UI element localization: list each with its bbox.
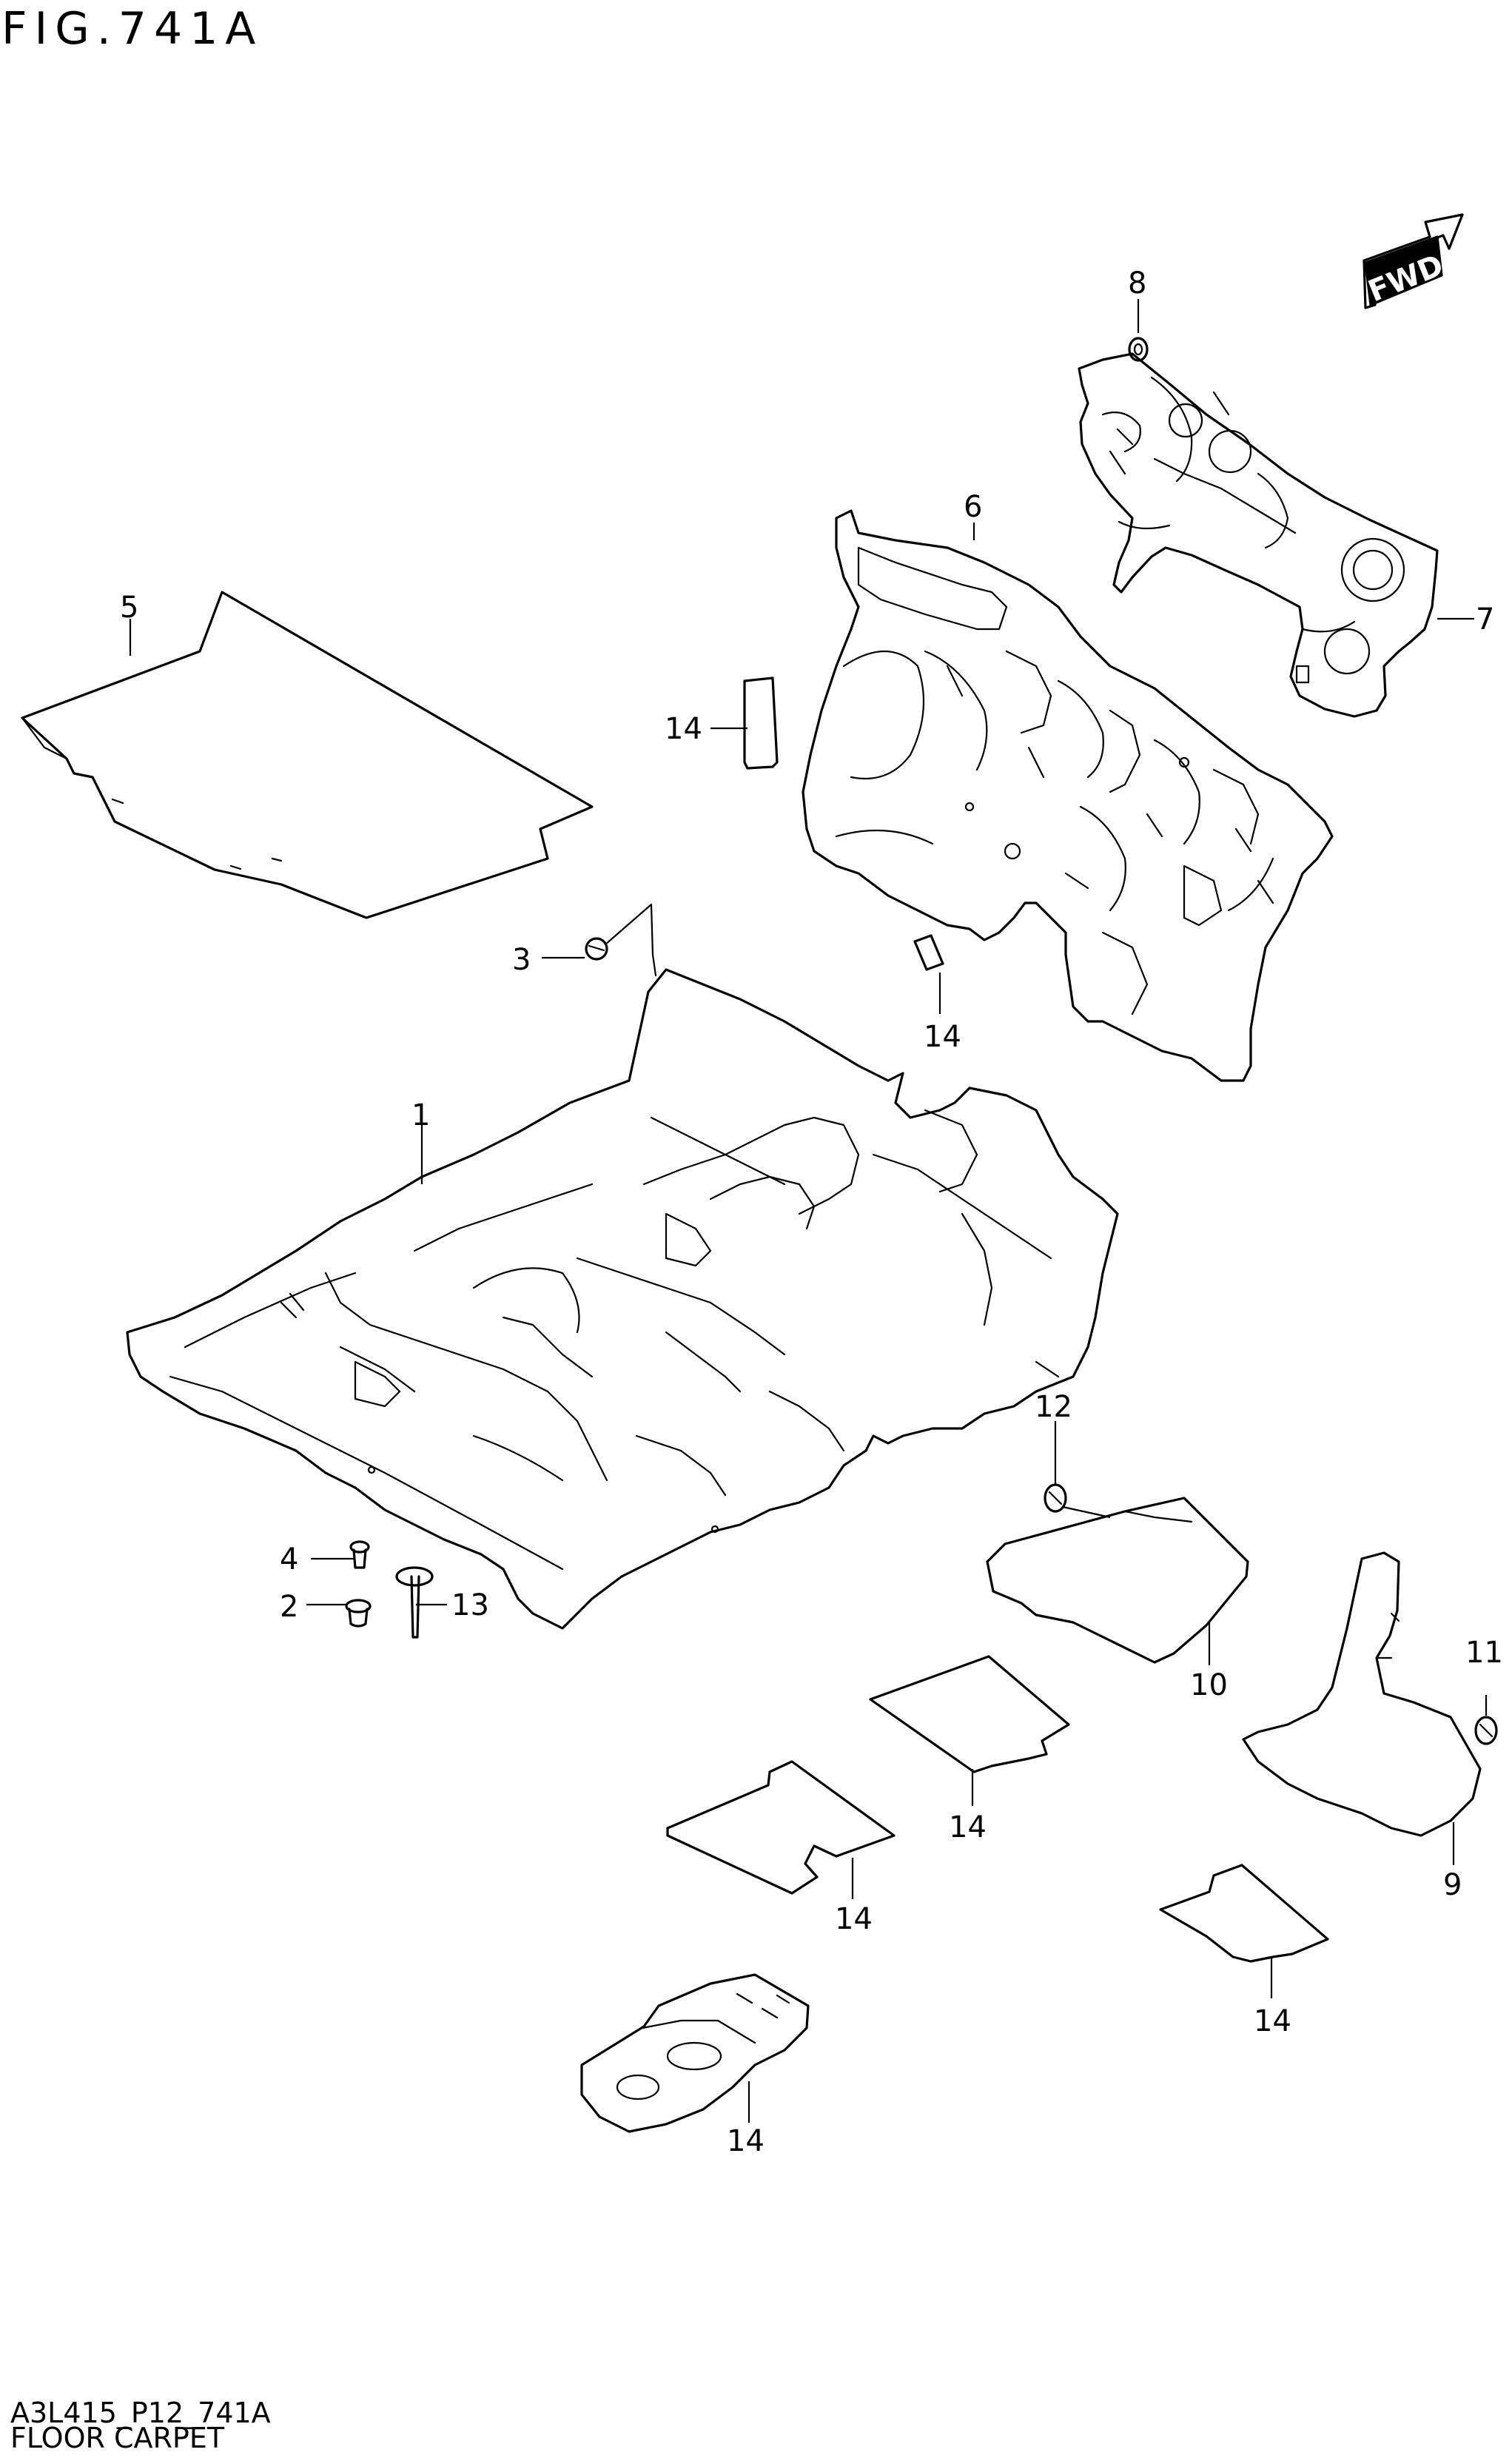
part-9-mat (1242, 1551, 1482, 1837)
part-11-clip (1474, 1716, 1498, 1745)
callout-labels: 1 2 3 4 5 6 7 8 9 10 11 12 13 14 14 14 1… (120, 266, 1503, 2158)
callout-8: 8 (1128, 266, 1146, 300)
part-4-bolt (349, 1540, 370, 1569)
callout-2: 2 (280, 1590, 298, 1624)
part-14-pad-d (666, 1760, 896, 1895)
part-8-clip (1128, 337, 1149, 362)
part-12-clip (1044, 1483, 1067, 1513)
callout-3: 3 (512, 943, 531, 977)
leader-lines (129, 299, 1488, 2123)
callout-11: 11 (1465, 1636, 1503, 1670)
part-1-floor-carpet (126, 968, 1119, 1630)
callout-14e: 14 (1254, 2004, 1291, 2038)
part-14-pad-e (1159, 1864, 1329, 1963)
part-3-clip (585, 903, 657, 977)
part-13-hook (395, 1566, 434, 1639)
part-7-dash-silencer (1078, 352, 1439, 718)
part-6-floor-silencer (802, 509, 1334, 1082)
callout-12: 12 (1035, 1390, 1072, 1424)
callout-1: 1 (411, 1098, 430, 1132)
figure-title: FIG.741A (1, 3, 263, 55)
callout-10: 10 (1190, 1668, 1228, 1702)
callout-14a: 14 (665, 712, 702, 746)
part-2-grommet (345, 1599, 372, 1628)
callout-14f: 14 (727, 2124, 765, 2158)
callout-6: 6 (964, 490, 982, 524)
callout-14c: 14 (949, 1810, 987, 1844)
callout-4: 4 (280, 1542, 298, 1576)
callout-14b: 14 (924, 1020, 961, 1054)
callout-13: 13 (451, 1588, 489, 1622)
fwd-arrow-icon: FWD (1363, 213, 1464, 309)
callout-5: 5 (120, 591, 138, 625)
part-10-mat (986, 1497, 1249, 1664)
part-14-pad-f (580, 1973, 810, 2133)
callout-7: 7 (1476, 602, 1494, 637)
diagram-name: FLOOR CARPET (10, 2422, 225, 2454)
part-14-pad-a (743, 676, 779, 770)
part-14-pad-c (869, 1655, 1070, 1773)
part-14-pad-b (913, 934, 944, 971)
callout-14d: 14 (835, 1902, 873, 1936)
callout-9: 9 (1443, 1868, 1462, 1902)
part-5-rear-mat (21, 591, 594, 919)
diagram-code: A3L415_P12_741A (10, 2397, 271, 2429)
